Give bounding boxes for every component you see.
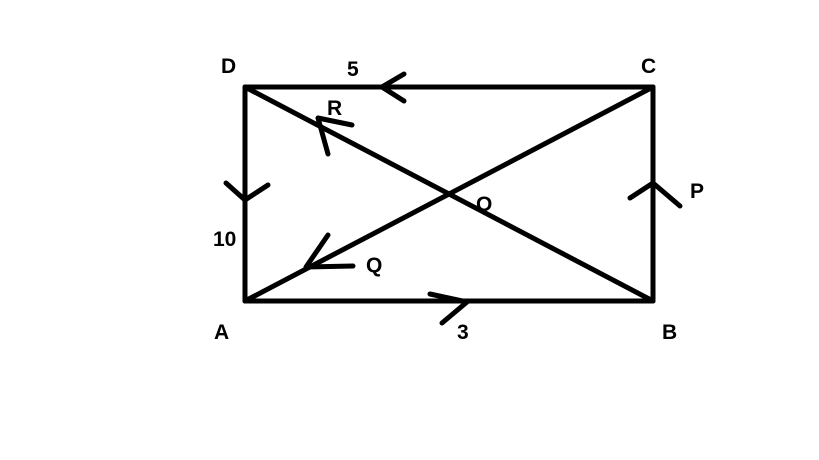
vertex-label-a: A xyxy=(214,321,229,344)
magnitude-label-dc: 5 xyxy=(347,58,359,81)
intersection-label-o: O xyxy=(476,193,492,216)
arrowhead-q xyxy=(303,232,356,270)
magnitude-label-ad: 10 xyxy=(213,228,236,251)
magnitude-label-ab: 3 xyxy=(457,321,469,344)
arrowhead-top-left xyxy=(379,71,407,104)
vertex-label-b: B xyxy=(662,321,677,344)
arrowhead-r xyxy=(315,115,355,157)
arrowhead-bottom-right xyxy=(427,291,470,326)
arrowhead-right-up xyxy=(627,180,683,209)
arrowhead-left-down xyxy=(223,180,271,203)
vertex-label-d: D xyxy=(221,55,236,78)
vector-label-p: P xyxy=(690,180,704,203)
vector-label-r: R xyxy=(327,97,342,120)
vector-label-q: Q xyxy=(366,254,382,277)
vertex-label-c: C xyxy=(641,55,656,78)
